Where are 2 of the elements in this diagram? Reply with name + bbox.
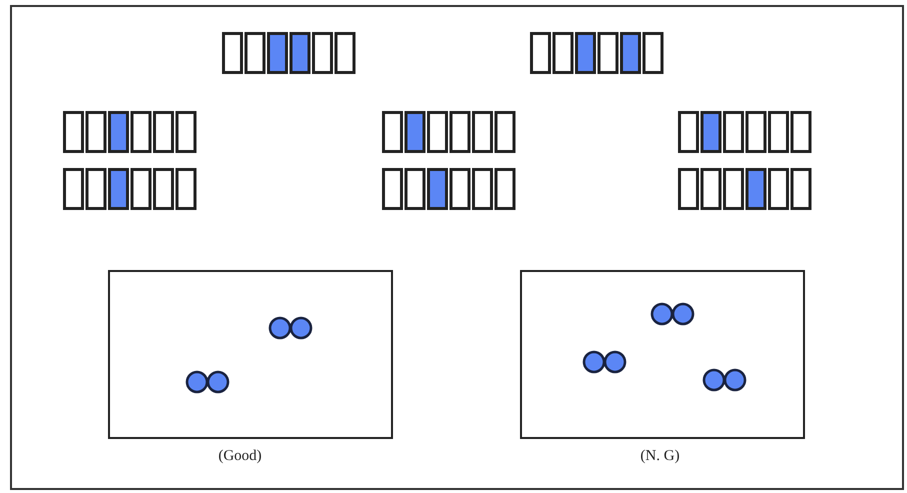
caption: (Good)	[218, 448, 262, 465]
caption: (N. G)	[640, 448, 680, 465]
